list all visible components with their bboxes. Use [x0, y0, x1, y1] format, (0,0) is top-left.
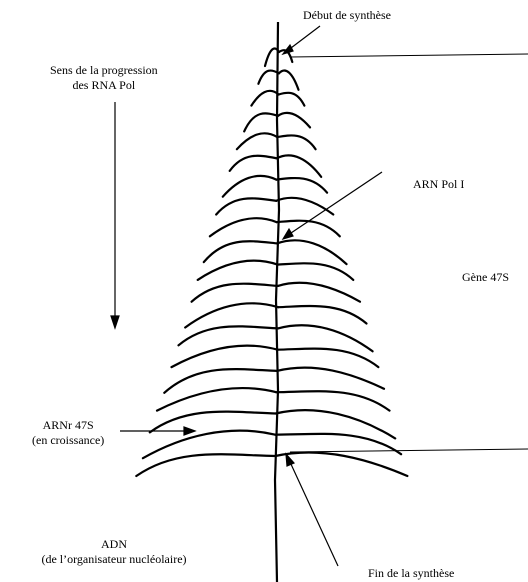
- sens-arrow-head: [111, 316, 119, 328]
- transcript-left: [157, 388, 276, 410]
- label-arn-pol: ARN Pol I: [413, 177, 464, 192]
- transcript-left: [258, 70, 279, 83]
- transcript-left: [204, 241, 277, 262]
- transcript-right: [278, 283, 360, 302]
- transcript-left: [237, 133, 277, 149]
- transcript-left: [244, 113, 278, 131]
- label-debut-synthese: Début de synthèse: [303, 8, 391, 23]
- transcript-left: [192, 284, 278, 302]
- transcript-left: [216, 198, 276, 214]
- fin-arrow-head: [286, 454, 294, 466]
- debut-arrow: [287, 26, 320, 51]
- gene-bottom-line: [290, 449, 528, 452]
- label-adn: ADN (de l’organisateur nucléolaire): [4, 537, 224, 567]
- transcript-left: [251, 91, 278, 106]
- gene-top-line: [290, 54, 528, 57]
- label-adn-line1: ADN: [4, 537, 224, 552]
- label-arnr-line2: (en croissance): [32, 433, 104, 448]
- transcript-left: [179, 326, 279, 345]
- transcript-right: [278, 306, 366, 323]
- transcript-right: [279, 93, 305, 106]
- label-sens-progression: Sens de la progression des RNA Pol: [50, 63, 158, 93]
- label-adn-line2: (de l’organisateur nucléolaire): [4, 552, 224, 567]
- transcript-left: [223, 176, 276, 197]
- transcript-left: [150, 412, 276, 433]
- transcript-left: [230, 156, 277, 171]
- arn-pol-arrow: [288, 172, 382, 235]
- rna-transcripts: [136, 48, 407, 476]
- transcript-right: [279, 71, 299, 90]
- transcript-right: [278, 263, 354, 280]
- label-fin-synthese: Fin de la synthèse: [368, 566, 454, 581]
- transcript-right: [276, 178, 327, 193]
- transcript-left: [172, 346, 278, 367]
- arn-pol-arrow-head: [283, 229, 293, 239]
- transcript-left: [210, 218, 277, 236]
- transcript-left: [198, 261, 278, 280]
- transcript-left: [136, 454, 275, 476]
- transcript-right: [277, 368, 384, 389]
- transcript-right: [277, 155, 322, 176]
- label-sens-line2: des RNA Pol: [50, 78, 158, 93]
- dna-axis: [275, 22, 279, 582]
- transcript-right: [278, 325, 373, 351]
- transcript-right: [277, 135, 315, 149]
- label-sens-line1: Sens de la progression: [50, 63, 158, 78]
- transcript-right: [276, 391, 389, 410]
- arnr-arrow-head: [184, 427, 195, 435]
- transcript-right: [278, 113, 310, 128]
- fin-arrow: [290, 462, 338, 566]
- transcript-right: [277, 240, 347, 264]
- label-arnr: ARNr 47S (en croissance): [32, 418, 104, 448]
- label-arnr-line1: ARNr 47S: [32, 418, 104, 433]
- transcript-left: [185, 303, 278, 327]
- label-gene: Gène 47S: [462, 270, 509, 285]
- transcript-right: [276, 198, 333, 215]
- transcript-right: [278, 349, 379, 367]
